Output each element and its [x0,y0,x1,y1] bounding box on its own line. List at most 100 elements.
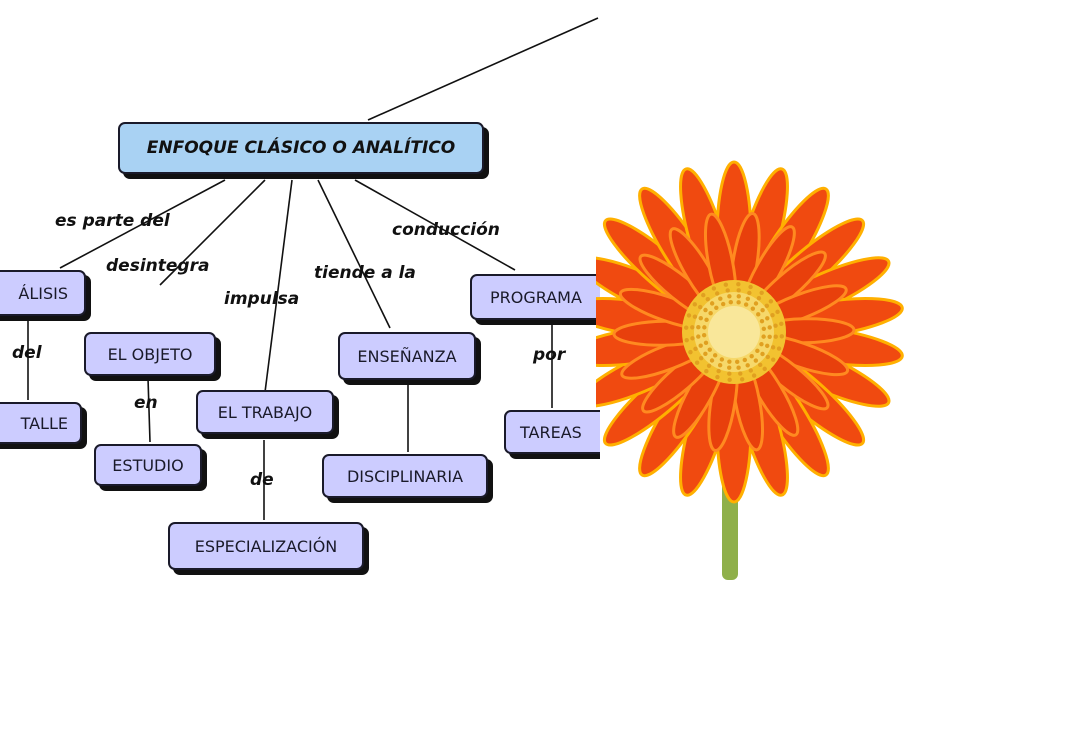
flower-center-dot [708,310,713,316]
flower-center-dot [693,346,698,351]
flower-center-dot [684,337,689,343]
flower-center-dot [711,286,717,291]
main-concept-node: ENFOQUE CLÁSICO O ANALÍTICO [118,122,484,174]
flower-center-dot [690,336,695,341]
flower-center-dot [736,288,741,293]
flower-center-dot [704,369,709,374]
flower-center-dot [771,357,776,362]
node-disciplinaria: DISCIPLINARIA [322,454,488,498]
flower-center-dot [742,357,748,363]
flower-center-dot [702,325,707,330]
flower-center-dot [709,301,715,306]
flower-center-dot [718,296,723,301]
flower-center-dot [683,325,689,330]
flower-center-dot [757,362,763,368]
flower-center-dot [767,334,772,339]
flower-center-dot [773,334,778,339]
flower-center-dot [706,363,712,368]
flower-center-dot [720,301,726,307]
link-conduccion: conducción [392,220,500,240]
flower-center-dot [715,374,720,380]
link-en: en [134,393,158,413]
flower-center-dot [775,309,780,315]
flower-center-dot [717,363,723,368]
line-en [147,377,151,443]
link-impulsa: impulsa [224,289,300,309]
flower-center-dot [753,301,759,306]
flower-center-dot [696,325,701,330]
flower-center-dot [756,296,762,301]
node-el-trabajo: EL TRABAJO [196,390,334,434]
flower-center-dot [749,354,754,359]
link-del: del [12,343,42,363]
flower-center-dot [779,321,784,327]
flower-center-dot [748,368,753,373]
node-analisis: ÁLISIS [0,270,86,316]
flower-center-dot [727,359,732,364]
flower-center-dot [770,345,776,350]
flower-center-dot [692,302,697,307]
flower-center-dot [715,291,720,296]
link-es-parte-del: es parte del [55,211,170,231]
flower-center-dot [761,334,766,339]
flower-center-dot [736,281,741,287]
flower-center-dot [765,354,770,360]
node-especializacion: ESPECIALIZACIÓN [168,522,364,570]
node-detalle: TALLE [0,402,82,444]
flower-center-dot [735,359,740,365]
flower-center-dot [759,318,765,324]
line-es-parte-del [59,179,226,269]
flower-center-dot [776,346,782,351]
flower-center-dot [764,303,770,309]
flower-center-dot [705,296,711,302]
flower-center-dot [753,358,759,363]
flower-center-dot [736,294,741,299]
flower-center-dot [745,363,750,368]
flower-center-dot [698,315,703,321]
flower-center-dot [707,347,712,352]
flower-center-dot [704,317,709,323]
link-por: por [533,345,566,365]
flower-center-dot [750,306,756,311]
flower-center-dot [759,290,764,295]
flower-center-dot [755,348,760,354]
node-tareas: TAREAS [504,410,600,454]
flower-center-dot [696,334,701,339]
flower-center-dot [701,333,707,338]
node-programa: PROGRAMA [470,274,600,320]
flower-center-dot [736,365,741,370]
flower-center-dot [728,299,733,305]
flower-center-dot [698,355,704,361]
flower-center-dot [709,358,715,363]
flower-center-dot [747,290,752,296]
flower-center-dot [690,325,695,330]
flower-center-dot [743,302,749,307]
node-estudio: ESTUDIO [94,444,202,486]
flower-center-dot [762,366,767,372]
flower-center-dot [770,313,775,318]
flower-center-dot [714,305,719,310]
flower-center-dot [703,351,708,357]
flower-center-dot [739,377,745,382]
link-de: de [250,470,274,490]
flower-center-dot [745,296,751,301]
gerbera-flower-image [596,160,904,580]
node-ensenanza: ENSEÑANZA [338,332,476,380]
flower-center-dot [712,353,718,358]
connector-lines [27,17,599,520]
flower-center-dot [760,351,765,357]
line-tiende-a-la [317,179,391,329]
flower-center-dot [779,334,785,339]
flower-center-dot [692,314,698,319]
flower-center-dot [727,365,732,370]
flower-center-dot [761,326,767,331]
flower-center-dot [727,294,732,299]
flower-center-dot [716,368,721,374]
line-desintegra [159,179,266,286]
flower-center-dot [686,313,692,318]
line-impulsa [263,179,293,401]
flower-center-dot [736,300,741,305]
flower-center-dot [767,325,772,330]
flower-center-dot [773,323,778,328]
